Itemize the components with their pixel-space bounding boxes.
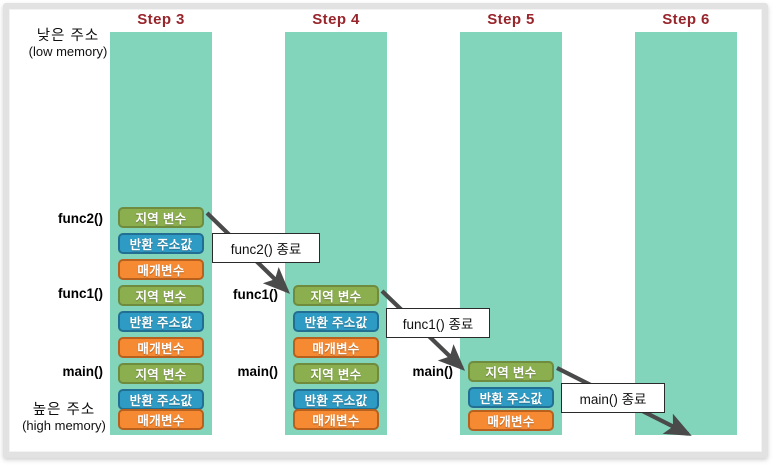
stack-box-local: 지역 변수 xyxy=(293,363,379,384)
step-title-6: Step 6 xyxy=(662,11,710,28)
low-memory-label: 낮은 주소 (low memory) xyxy=(22,28,114,60)
fn-label-step3-func2: func2() xyxy=(58,211,103,226)
low-memory-label-kr: 낮은 주소 xyxy=(36,28,100,44)
step-title-5: Step 5 xyxy=(487,11,535,28)
stack-box-parameter: 매개변수 xyxy=(118,259,204,280)
stack-box-return-address: 반환 주소값 xyxy=(118,389,204,410)
fn-label-step4-main: main() xyxy=(237,364,279,379)
stack-box-return-address: 반환 주소값 xyxy=(468,387,554,408)
callout-func1-exit: func1() 종료 xyxy=(386,308,490,338)
stack-box-return-address: 반환 주소값 xyxy=(118,311,204,332)
stack-box-parameter: 매개변수 xyxy=(118,409,204,430)
stack-box-parameter: 매개변수 xyxy=(468,410,554,431)
stack-box-parameter: 매개변수 xyxy=(293,409,379,430)
stack-box-local: 지역 변수 xyxy=(118,363,204,384)
stack-box-return-address: 반환 주소값 xyxy=(293,389,379,410)
high-memory-label-kr: 높은 주소 xyxy=(32,402,96,418)
memory-column-step-6 xyxy=(635,32,737,435)
stack-box-local: 지역 변수 xyxy=(293,285,379,306)
fn-label-step3-func1: func1() xyxy=(58,286,103,301)
stack-box-local: 지역 변수 xyxy=(118,285,204,306)
fn-label-step3-main: main() xyxy=(62,364,104,379)
high-memory-label: 높은 주소 (high memory) xyxy=(14,402,114,434)
stack-box-parameter: 매개변수 xyxy=(118,337,204,358)
stack-box-local: 지역 변수 xyxy=(118,207,204,228)
stack-box-return-address: 반환 주소값 xyxy=(118,233,204,254)
stack-box-return-address: 반환 주소값 xyxy=(293,311,379,332)
step-title-3: Step 3 xyxy=(137,11,185,28)
stack-box-parameter: 매개변수 xyxy=(293,337,379,358)
callout-main-exit: main() 종료 xyxy=(561,383,665,413)
callout-func2-exit: func2() 종료 xyxy=(212,233,320,263)
stack-box-local: 지역 변수 xyxy=(468,361,554,382)
step-title-4: Step 4 xyxy=(312,11,360,28)
low-memory-label-en: (low memory) xyxy=(28,44,108,59)
high-memory-label-en: (high memory) xyxy=(22,418,106,433)
fn-label-step5-main: main() xyxy=(412,364,454,379)
fn-label-step4-func1: func1() xyxy=(233,287,278,302)
